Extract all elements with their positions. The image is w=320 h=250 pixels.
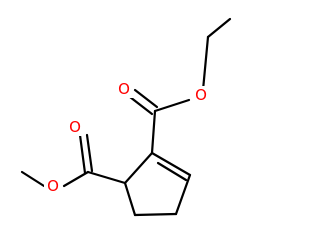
ring-bond-c1-c2-single <box>150 151 192 177</box>
bond-bottom-ester-o <box>62 170 90 188</box>
ring-bond-c4-c5 <box>123 181 137 217</box>
ring-bond-c5-c1 <box>123 151 154 185</box>
svg-text:O: O <box>69 118 81 136</box>
atom-o-top-carbonyl: O <box>115 80 133 98</box>
bond-ethyl-ch3-ch2 <box>206 17 232 39</box>
atom-o-bottom-carbonyl: O <box>66 118 84 136</box>
bond-top-ester-ring <box>150 109 157 155</box>
bond-o-ester-carbon-top <box>153 98 191 113</box>
ring-bond-c1-c2-double-inner <box>156 161 188 182</box>
ring-bond-c3-c4 <box>133 212 178 217</box>
structure-canvas: O O O O <box>20 17 232 217</box>
bond-bottom-carbonyl-double-b <box>85 133 94 173</box>
bond-bottom-carbonyl-double-a <box>78 133 87 175</box>
svg-text:O: O <box>47 177 59 195</box>
atom-o-ethyl-ester: O <box>192 86 210 104</box>
bond-o-methyl <box>20 170 46 188</box>
bond-ethyl-ch2-o <box>201 35 210 92</box>
bond-ring-bottom-ester <box>86 170 127 185</box>
ring-bond-c2-c3 <box>174 173 192 216</box>
bond-top-carbonyl-double-b <box>133 88 159 109</box>
atom-o-methyl-ester: O <box>44 177 62 195</box>
svg-text:O: O <box>195 86 207 104</box>
svg-text:O: O <box>118 80 130 98</box>
molecule-diagram: O O O O <box>20 17 232 217</box>
bond-top-carbonyl-double-a <box>128 95 154 116</box>
